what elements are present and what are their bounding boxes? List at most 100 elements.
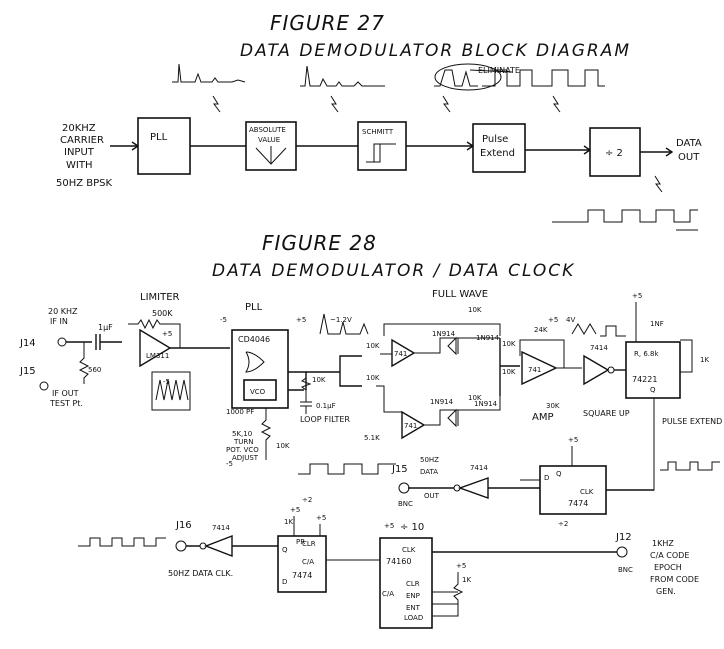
ff-b-q: Q xyxy=(282,546,288,554)
j14-wire xyxy=(66,334,122,350)
r10k-e-label: 10K xyxy=(502,340,516,348)
j12-label5: GEN. xyxy=(656,587,676,596)
lm311-minus5: -5 xyxy=(163,378,170,386)
r10k-loop-label: 10K xyxy=(312,376,326,384)
r10k-a-label: 10K xyxy=(366,342,380,350)
figure28-title: FIGURE 28 xyxy=(262,231,377,255)
ff-a-div2: ÷2 xyxy=(558,520,568,528)
r1k-plus5: +5 xyxy=(456,562,466,570)
block-pulse-label2: Extend xyxy=(480,148,515,159)
block-div2-label: ÷ 2 xyxy=(605,148,623,159)
r24k-label: 24K xyxy=(534,326,548,334)
arrow-2 xyxy=(330,95,339,113)
ff-a-wire xyxy=(520,446,573,481)
counter-clk: CLK xyxy=(402,546,416,554)
block-pll-label: PLL xyxy=(150,132,168,143)
waveform-pll-in xyxy=(172,63,246,83)
waveform-pulse xyxy=(482,69,605,87)
r1k-a-label: 1K xyxy=(700,356,709,364)
j14-name: J14 xyxy=(19,338,36,349)
fw-feedback-a xyxy=(380,323,501,355)
label-pulse-extend: PULSE EXTEND xyxy=(662,417,722,426)
arrow-5 xyxy=(654,175,663,193)
j12-label4: FROM CODE xyxy=(650,575,699,584)
c1-label: 1µF xyxy=(98,323,113,332)
counter-ent: ENT xyxy=(406,604,421,612)
label-loop-filter: LOOP FILTER xyxy=(300,415,350,424)
figure27-subtitle: DATA DEMODULATOR BLOCK DIAGRAM xyxy=(240,41,631,61)
j15a-label2: TEST Pt. xyxy=(49,399,83,408)
counter-div10: ÷ 10 xyxy=(400,522,424,533)
amp-plus5: +5 xyxy=(548,316,558,324)
op741a-triangle xyxy=(391,338,416,368)
r51k-label: 5.1K xyxy=(364,434,380,442)
label-pll: PLL xyxy=(245,302,263,313)
r10k-b-label: 10K xyxy=(366,374,380,382)
j15a-name: J15 xyxy=(19,366,36,377)
block-pulse-label1: Pulse xyxy=(482,134,508,145)
amp-wave xyxy=(571,323,597,335)
j15b-name: J15 xyxy=(391,464,408,475)
lm311-plus5: +5 xyxy=(162,330,172,338)
pot-label4: ADJUST xyxy=(232,454,259,462)
inv7414b-triangle xyxy=(457,477,489,499)
r10k-c-label: 10K xyxy=(468,306,482,314)
ff-b-label: 7474 xyxy=(292,571,312,580)
waveform-abs xyxy=(300,65,385,87)
j15b-bnc: BNC xyxy=(398,500,413,508)
j12-label3: EPOCH xyxy=(654,563,682,572)
mono-rc-label: R, 6.8k xyxy=(634,350,659,358)
pll-10k-label: 10K xyxy=(276,442,290,450)
inv7414c-label: 7414 xyxy=(212,524,230,532)
mono-1nf: 1NF xyxy=(650,320,664,328)
r1k-b-label: 1K xyxy=(462,576,471,584)
ff-a-label: 7474 xyxy=(568,499,588,508)
arrow-3 xyxy=(442,95,451,113)
counter-label: 74160 xyxy=(386,557,411,566)
pot-vco xyxy=(260,408,272,460)
input-line-4: WITH xyxy=(66,160,92,171)
clk-wave xyxy=(78,537,166,547)
mono-chip xyxy=(625,341,681,399)
j16-name: J16 xyxy=(175,520,192,531)
ff-b-plus5-a: +5 xyxy=(290,506,300,514)
pll-plus5: +5 xyxy=(296,316,306,324)
block-abs-label2: VALUE xyxy=(258,136,280,144)
block-div2 xyxy=(589,127,641,177)
figure28-subtitle: DATA DEMODULATOR / DATA CLOCK xyxy=(212,261,575,281)
diode-c-label: 1N914 xyxy=(430,398,454,406)
block-pll xyxy=(137,117,191,175)
j12-bnc: BNC xyxy=(618,566,633,574)
diode-a-label: 1N914 xyxy=(432,330,456,338)
ff-a-q: Q xyxy=(556,470,562,478)
ff-a-plus5: +5 xyxy=(568,436,578,444)
diode-d-label: 1N914 xyxy=(474,400,498,408)
ff-b-pr: PR xyxy=(296,538,305,546)
inv7414a-triangle xyxy=(583,354,610,386)
j14-label2: IF IN xyxy=(50,317,68,326)
mono-q: Q xyxy=(650,386,656,394)
arrow-1 xyxy=(212,95,221,113)
j15b-label2: DATA xyxy=(420,468,438,476)
cd4046-chip xyxy=(231,329,289,409)
arrow-4 xyxy=(552,95,561,113)
cd4046-label: CD4046 xyxy=(238,335,270,344)
r10k-f-label: 10K xyxy=(502,368,516,376)
diode-b xyxy=(447,408,459,428)
c1000pf-label: 1000 PF xyxy=(226,408,254,416)
fw-wave xyxy=(319,313,369,335)
j15a-label1: IF OUT xyxy=(52,389,79,398)
r10k-d-label: 10K xyxy=(468,394,482,402)
waveform-schmitt xyxy=(434,69,478,87)
waveform-out xyxy=(552,209,698,223)
op741b-triangle xyxy=(401,410,426,440)
j12-label2: C/A CODE xyxy=(650,551,689,560)
vco-label: VCO xyxy=(250,388,266,396)
block-schmitt-label: SCHMITT xyxy=(362,128,394,136)
mono-plus5: +5 xyxy=(632,292,642,300)
pll-xor xyxy=(245,351,265,373)
ff-b-plus5-b: +5 xyxy=(316,514,326,522)
pe-wave xyxy=(660,461,720,471)
r500k xyxy=(128,318,181,348)
